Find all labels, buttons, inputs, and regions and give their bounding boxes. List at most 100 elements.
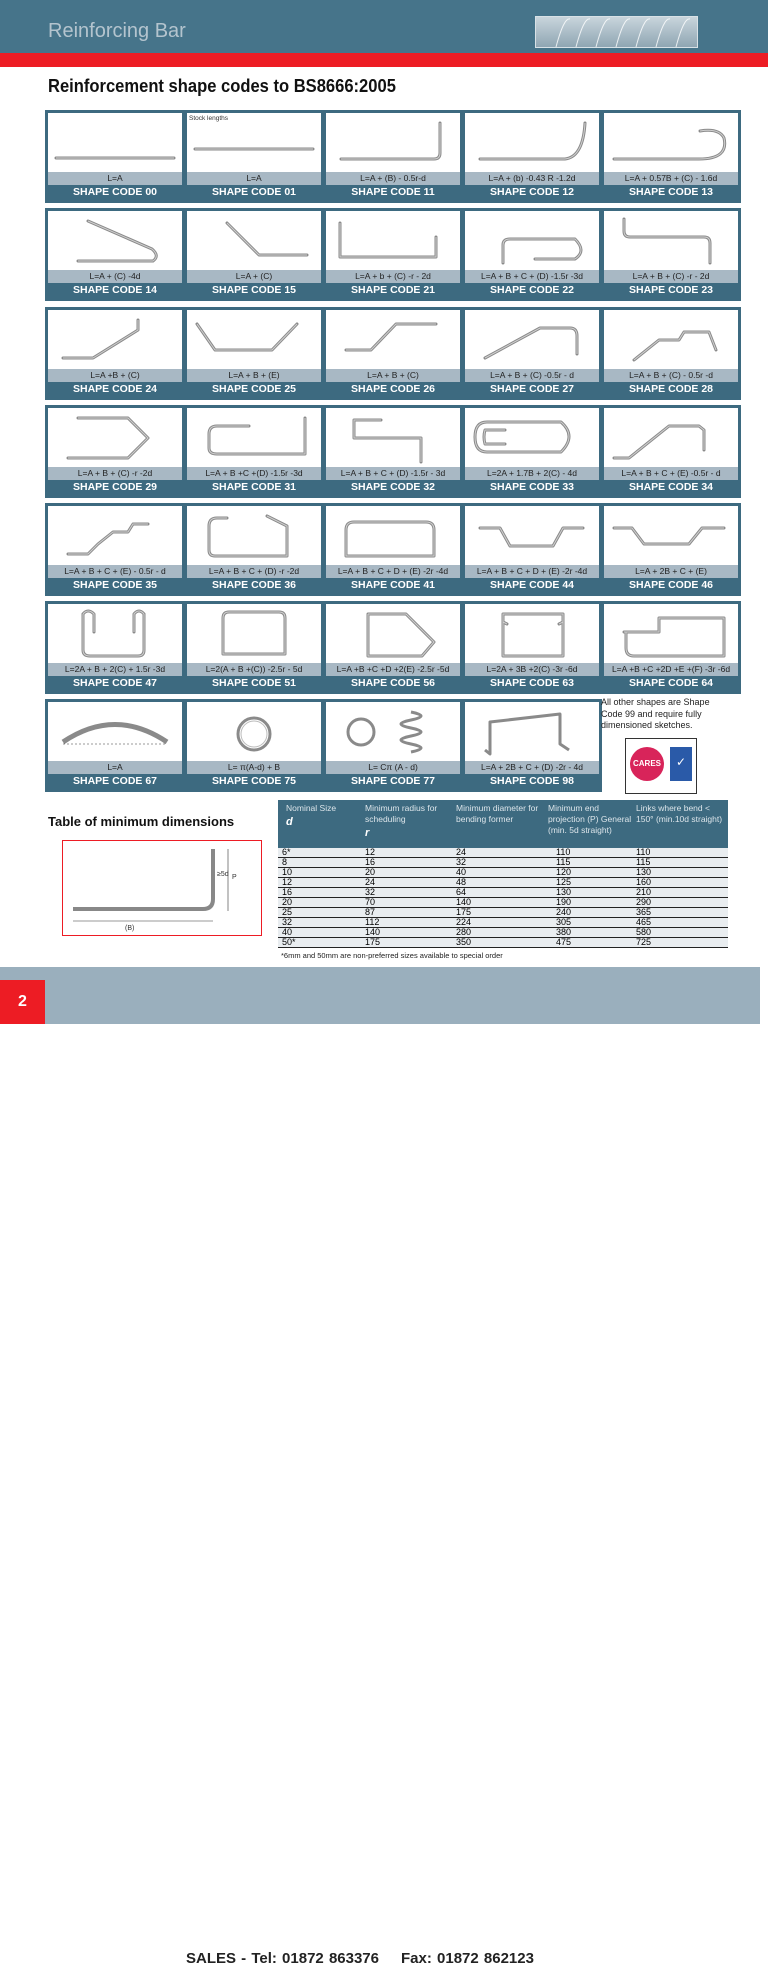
table-cell: 32 — [282, 917, 293, 927]
shape-formula: L=A + B + (E) — [187, 369, 321, 382]
shape-code-label: SHAPE CODE 44 — [465, 578, 599, 593]
table-cell: 24 — [456, 847, 467, 857]
shape-formula: L=A +B +C +2D +E +(F) -3r -6d — [604, 663, 738, 676]
shape-formula: L=A + B + (C) -r -2d — [48, 467, 182, 480]
shape-formula: L=A + B + C + (D) -1.5r -3d — [465, 270, 599, 283]
table-cell: 280 — [456, 927, 472, 937]
shape-code-label: SHAPE CODE 51 — [187, 676, 321, 691]
shape-card: L=A + B + (C)SHAPE CODE 26 — [323, 307, 463, 400]
shape-code-label: SHAPE CODE 46 — [604, 578, 738, 593]
shape-code-label: SHAPE CODE 35 — [48, 578, 182, 593]
shape-diagram — [632, 330, 718, 362]
shape-code-label: SHAPE CODE 23 — [604, 283, 738, 298]
shape-formula: L=A + (C) -4d — [48, 270, 182, 283]
shape-code-label: SHAPE CODE 27 — [465, 382, 599, 397]
shape-code-label: SHAPE CODE 01 — [187, 185, 321, 200]
shape-diagram — [478, 121, 587, 161]
shape-formula: L= Cπ (A - d) — [326, 761, 460, 774]
table-cell: 175 — [456, 907, 472, 917]
shape-formula: L=A + 0.57B + (C) - 1.6d — [604, 172, 738, 185]
shape-code-label: SHAPE CODE 29 — [48, 480, 182, 495]
table-cell: 115 — [556, 857, 571, 867]
shape-formula: L=A + B + (C) - 0.5r -d — [604, 369, 738, 382]
shape-diagram — [81, 609, 146, 658]
page-number: 2 — [0, 980, 45, 1024]
shape-code-label: SHAPE CODE 67 — [48, 774, 182, 789]
shape-formula: L=A + (b) -0.43 R -1.2d — [465, 172, 599, 185]
table-cell: 40 — [456, 867, 467, 877]
shape-diagram — [612, 424, 706, 460]
table-cell: 125 — [556, 877, 572, 887]
shape-diagram — [193, 147, 315, 151]
rebar-image — [535, 16, 698, 48]
shape-formula: L=A + B + (C) -r - 2d — [604, 270, 738, 283]
shape-formula: L=A + B + C + D + (E) -2r -4d — [465, 565, 599, 578]
table-cell: 87 — [365, 907, 376, 917]
shape-formula: L=A + B +C +(D) -1.5r -3d — [187, 467, 321, 480]
shape-diagram — [346, 710, 423, 754]
shape-code-label: SHAPE CODE 98 — [465, 774, 599, 789]
shape-formula: L=A + (C) — [187, 270, 321, 283]
table-cell: 64 — [456, 887, 467, 897]
sales-tel: SALES - Tel: 01872 863376 — [186, 1950, 379, 1967]
shape-formula: L=A + B + C + D + (E) -2r -4d — [326, 565, 460, 578]
shape-code-label: SHAPE CODE 25 — [187, 382, 321, 397]
table-cell: 50* — [282, 937, 296, 947]
shape-code-label: SHAPE CODE 21 — [326, 283, 460, 298]
certification-logo: CARES ✓ — [625, 738, 697, 794]
shape-formula: L=2(A + B +(C)) -2.5r - 5d — [187, 663, 321, 676]
shape-diagram — [483, 326, 579, 360]
table-cell: 175 — [365, 937, 381, 947]
table-cell: 290 — [636, 897, 652, 907]
table-cell: 725 — [636, 937, 652, 947]
table-cell: 48 — [456, 877, 467, 887]
table-cell: 40 — [282, 927, 293, 937]
shape-card: L=A +B + (C)SHAPE CODE 24 — [45, 307, 185, 400]
dim-d-label: ≥5d — [217, 871, 229, 878]
shape-code-label: SHAPE CODE 13 — [604, 185, 738, 200]
min-dimensions-title: Table of minimum dimensions — [48, 814, 235, 829]
shape-formula: L=A +B + (C) — [48, 369, 182, 382]
shape-diagram — [339, 121, 442, 161]
shape-code-label: SHAPE CODE 15 — [187, 283, 321, 298]
shape-diagram — [66, 522, 150, 556]
table-cell: 32 — [456, 857, 467, 867]
shape-code-label: SHAPE CODE 34 — [604, 480, 738, 495]
table-cell: 20 — [365, 867, 376, 877]
table-cell: 240 — [556, 907, 572, 917]
shape-formula: L=A — [187, 172, 321, 185]
shape-diagram — [612, 128, 727, 161]
table-cell: 130 — [636, 867, 652, 877]
shape-diagram — [622, 217, 712, 265]
shape-code-label: SHAPE CODE 75 — [187, 774, 321, 789]
shape-card: L=A + B + (E)SHAPE CODE 25 — [184, 307, 324, 400]
table-cell: 465 — [636, 917, 652, 927]
shape-code-label: SHAPE CODE 11 — [326, 185, 460, 200]
ukas-logo: ✓ — [670, 747, 692, 781]
shape-diagram — [338, 221, 438, 259]
shape-code-label: SHAPE CODE 14 — [48, 283, 182, 298]
